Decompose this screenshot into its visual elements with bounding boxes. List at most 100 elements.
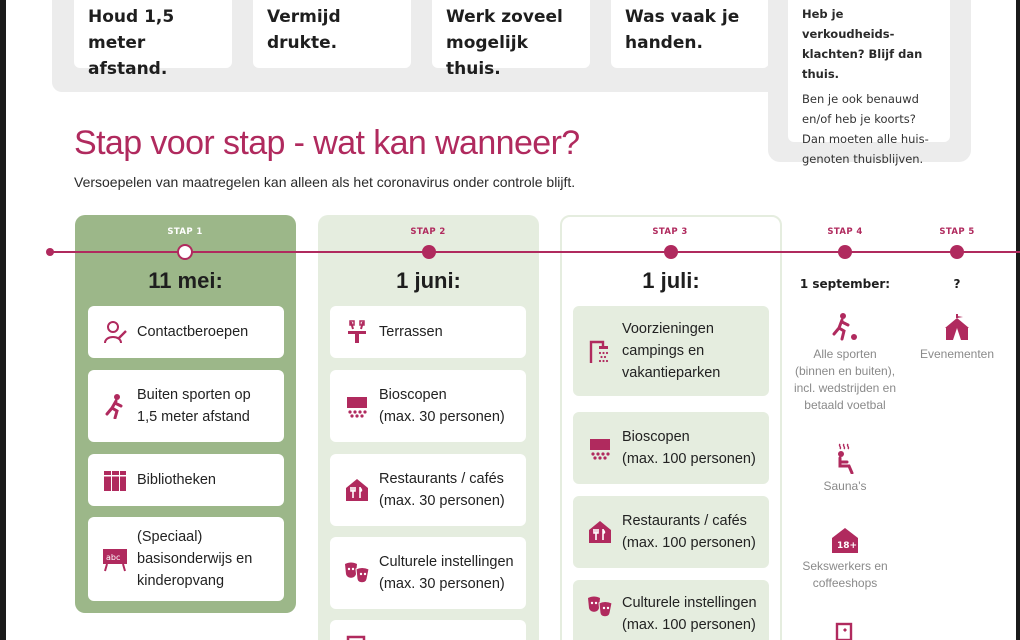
tip-line: Was vaak je [625, 7, 740, 27]
measure-card: Bioscopen (max. 30 personen) [330, 370, 526, 442]
contact-profession-icon [100, 317, 130, 347]
measure-label: Buiten sporten op 1,5 meter afstand [137, 384, 251, 428]
measure-card: Bioscopen (max. 100 personen) [573, 412, 769, 484]
measure-card: Restaurants / cafés (max. 30 personen) [330, 454, 526, 526]
timeline-dot-step2 [422, 245, 436, 259]
step-label: STAP 2 [410, 227, 446, 237]
measure-card: Culturele instellingen (max. 30 personen) [330, 537, 526, 609]
tip-card-work-home: Werk zoveel mogelijk thuis. [432, 0, 590, 79]
tips-panel: Houd 1,5 meter afstand. Vermijd drukte. … [52, 0, 792, 92]
measure-label-line: Restaurants / cafés [379, 471, 504, 487]
measure-label: Restaurants / cafés(max. 100 personen) [622, 510, 756, 554]
measure-label-line: Voorzieningen [622, 321, 714, 337]
measure-label-line: Culturele instellingen [379, 554, 514, 570]
eighteen-plus-icon: 18+ [785, 526, 905, 554]
measure-label-line: (max. 100 personen) [622, 451, 756, 467]
side-note-heading-line: klachten? Blijf dan thuis. [802, 47, 923, 81]
measure-card: Culturele instellingen (max. 100 personen… [573, 580, 769, 640]
measure-label-line: (Speciaal) [137, 529, 203, 545]
measure-label: Terrassen [379, 321, 443, 343]
measure-card: Bibliotheken [88, 454, 284, 506]
measure-label-line: Buiten sporten op [137, 387, 251, 403]
timeline-dot-step1 [177, 244, 193, 260]
eighteen-plus-icon-text: 18+ [837, 541, 857, 551]
measure-label-line: (max. 30 personen) [379, 493, 505, 509]
theatre-masks-icon [342, 558, 372, 588]
runner-icon [100, 391, 130, 421]
step4-item-partial [825, 620, 865, 640]
step4-item-line: (binnen en buiten), [794, 364, 896, 378]
side-note-body: Ben je ook benauwd en/of heb je koorts? … [802, 89, 938, 169]
measure-label-line: Restaurants / cafés [622, 513, 747, 529]
tip-line: Werk zoveel [446, 7, 563, 27]
tip-card-crowds: Vermijd drukte. [253, 0, 411, 68]
measure-card: Voorzieningen campings en vakantieparken [573, 306, 769, 396]
tip-line: handen. [625, 33, 703, 53]
measure-label-line: Bioscopen [379, 387, 447, 403]
tip-line: mogelijk thuis. [446, 33, 528, 79]
measure-card: Restaurants / cafés(max. 100 personen) [573, 496, 769, 568]
step4-item-line: incl. wedstrijden en [793, 381, 897, 395]
tip-line: Houd 1,5 meter [88, 7, 175, 53]
measure-label-line: (max. 100 personen) [622, 617, 756, 633]
step-date: 1 juli: [642, 268, 700, 293]
restaurant-icon [342, 475, 372, 505]
measure-card: Terrassen [330, 306, 526, 358]
card-game-icon [825, 620, 865, 640]
tip-line: Vermijd drukte. [267, 7, 341, 53]
step-label: STAP 3 [652, 227, 688, 237]
page-title: Stap voor stap - wat kan wanneer? [74, 124, 580, 162]
timeline-start-dot [46, 248, 54, 256]
measure-label: Voorzieningen campings en vakantieparken [622, 318, 720, 384]
window-edge-right [1016, 0, 1020, 640]
step4-item-line: Sauna's [823, 479, 867, 493]
timeline-dot-step3 [664, 245, 678, 259]
cinema-icon [585, 433, 615, 463]
measure-label-line: campings en [622, 343, 705, 359]
measure-label-line: (max. 30 personen) [379, 576, 505, 592]
step5-item: Evenementen [912, 312, 1002, 363]
step4-item: Sauna's [785, 442, 905, 495]
step-date: 1 juni: [396, 268, 461, 293]
measure-card-partial [330, 620, 526, 640]
timeline-dot-step5 [950, 245, 964, 259]
measure-card: Buiten sporten op 1,5 meter afstand [88, 370, 284, 442]
circus-tent-icon [912, 312, 1002, 342]
measure-label-line: Contactberoepen [137, 324, 249, 340]
measure-label: Culturele instellingen (max. 100 personen… [622, 592, 757, 636]
measure-label: Bibliotheken [137, 469, 216, 491]
books-icon [100, 465, 130, 495]
side-note-heading-line: Heb je verkoudheids- [802, 7, 895, 41]
step-label: STAP 1 [167, 227, 203, 237]
football-player-icon [785, 312, 905, 342]
step4-item: Alle sporten (binnen en buiten), incl. w… [785, 312, 905, 414]
measure-label-line: Culturele instellingen [622, 595, 757, 611]
measure-label-line: Bioscopen [622, 429, 690, 445]
timeline-line [48, 251, 1020, 253]
step4-item-line: betaald voetbal [804, 398, 886, 412]
measure-card: Contactberoepen [88, 306, 284, 358]
measure-label: Bioscopen (max. 30 personen) [379, 384, 505, 428]
step4-item-line: Sekswerkers en [802, 559, 888, 573]
measure-label-line: (max. 30 personen) [379, 409, 505, 425]
svg-text:abc: abc [106, 553, 120, 562]
side-note-card: Heb je verkoudheids- klachten? Blijf dan… [788, 0, 950, 166]
measure-label: Contactberoepen [137, 321, 248, 343]
side-note-body-line: Ben je ook benauwd [802, 92, 919, 106]
tip-card-distance: Houd 1,5 meter afstand. [74, 0, 232, 79]
measure-label-line: 1,5 meter afstand [137, 409, 250, 425]
timeline-dot-step4 [838, 245, 852, 259]
measure-label-line: kinderopvang [137, 573, 225, 589]
measure-label-line: Terrassen [379, 324, 443, 340]
measure-label: Culturele instellingen (max. 30 personen) [379, 551, 514, 595]
side-note-panel: Heb je verkoudheids- klachten? Blijf dan… [768, 0, 971, 166]
measure-label: Bioscopen (max. 100 personen) [622, 426, 756, 470]
measure-label-line: vakantieparken [622, 365, 721, 381]
step-date: ? [953, 277, 961, 291]
sauna-icon [785, 442, 905, 474]
side-note-body-line: genoten thuisblijven. [802, 152, 924, 166]
step-date: 1 september: [799, 277, 891, 291]
measure-label-line: Bibliotheken [137, 472, 216, 488]
